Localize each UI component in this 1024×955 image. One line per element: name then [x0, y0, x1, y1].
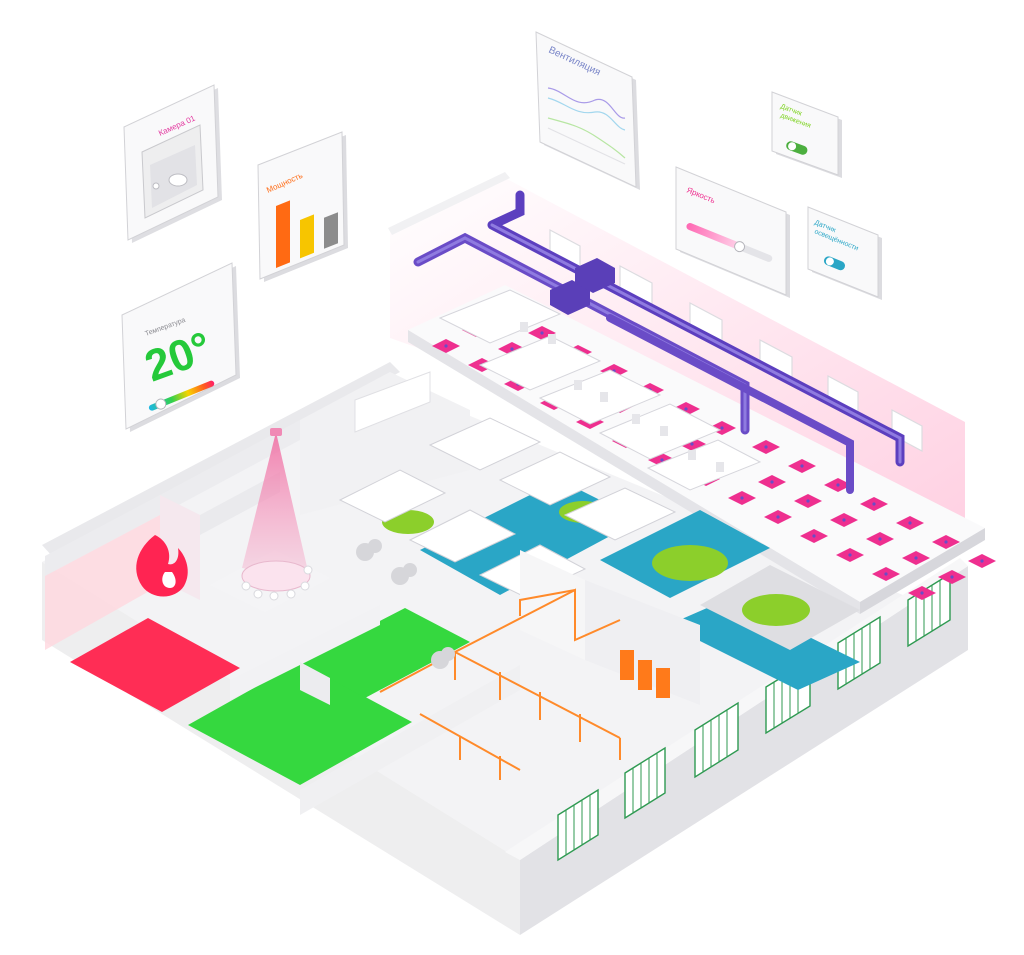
- tile-sensor-dot: [848, 553, 852, 557]
- partition-wall: [585, 580, 700, 705]
- green-zone-floor-2: [300, 608, 470, 698]
- partition-wall: [160, 420, 300, 515]
- meeting-chairs: [241, 565, 313, 601]
- partition-wall: [200, 472, 280, 535]
- camera-widget[interactable]: Камера 01: [123, 84, 222, 243]
- low-partition: [300, 662, 330, 705]
- corridor-wall: [300, 665, 520, 815]
- green-rug: [742, 594, 810, 626]
- red-zone-wall-glow: [45, 515, 160, 650]
- ventilation-graph: [547, 87, 626, 165]
- ventilation-ducts: [413, 190, 905, 494]
- meeting-table: [241, 560, 311, 592]
- brightness-slider[interactable]: [685, 221, 774, 265]
- power-bar: [324, 212, 338, 249]
- temperature-slider[interactable]: [147, 378, 216, 413]
- tile-sensor-dot: [812, 534, 816, 538]
- tile-sensor-dot: [690, 442, 694, 446]
- window: [557, 788, 599, 862]
- tile-sensor-dot: [720, 426, 724, 430]
- tile-sensor-dot: [806, 499, 810, 503]
- motion-sensor-widget[interactable]: Датчик движения: [771, 91, 842, 178]
- tile-sensor-dot: [764, 445, 768, 449]
- tile-sensor-dot: [684, 407, 688, 411]
- motion-sensor-toggle[interactable]: [785, 140, 809, 156]
- tile-sensor-dot: [872, 502, 876, 506]
- tile-sensor-dot: [510, 347, 514, 351]
- tile-sensor-dot: [800, 464, 804, 468]
- tile-sensor-dot: [842, 518, 846, 522]
- camera-light-cone: [242, 432, 310, 580]
- tile-sensor-dot: [884, 572, 888, 576]
- tile-sensor-dot: [836, 483, 840, 487]
- teal-zone-c: [668, 598, 860, 690]
- plants: [356, 539, 455, 669]
- power-bar: [276, 200, 290, 268]
- tile-sensor-dot: [740, 496, 744, 500]
- window-grilles: [565, 580, 941, 855]
- tile-sensor-dot: [908, 521, 912, 525]
- tile-sensor-dot: [776, 515, 780, 519]
- fire-icon: [136, 535, 188, 597]
- ceiling-camera-icon: [270, 428, 282, 436]
- mezzanine-chairs: [520, 322, 724, 472]
- mezzanine-floor-side: [860, 528, 985, 614]
- tile-sensor-dot: [914, 556, 918, 560]
- power-bar: [300, 214, 314, 259]
- sprinkler-pipes: [379, 588, 621, 780]
- green-rug: [652, 545, 728, 581]
- tile-sensor-dot: [920, 591, 924, 595]
- tile-sensor-dot: [950, 575, 954, 579]
- ventilation-widget[interactable]: Вентиляция: [535, 31, 640, 190]
- power-bar-chart: [276, 200, 338, 268]
- tile-sensor-dot: [540, 331, 544, 335]
- window: [624, 746, 666, 820]
- left-outer-wall: [42, 362, 400, 556]
- red-zone-floor: [70, 618, 240, 712]
- sprinkler-controllers: [620, 650, 670, 698]
- partition-wall: [45, 495, 160, 576]
- tile-sensor-dot: [980, 559, 984, 563]
- brightness-widget[interactable]: Яркость: [675, 166, 790, 298]
- tile-sensor-dot: [770, 480, 774, 484]
- tile-sensor-dot: [444, 344, 448, 348]
- light-sensor-widget[interactable]: Датчик освещённости: [807, 206, 882, 300]
- temperature-widget[interactable]: Температура 20°: [121, 262, 240, 432]
- tile-sensor-dot: [944, 540, 948, 544]
- ventilation-units: [550, 258, 615, 315]
- power-widget[interactable]: Мощность: [257, 131, 348, 282]
- office-back-wall: [300, 372, 470, 515]
- partition-wall: [520, 550, 585, 660]
- office-desks: [338, 417, 677, 598]
- tile-sensor-dot: [660, 458, 664, 462]
- whiteboard: [354, 371, 431, 433]
- low-partition: [230, 605, 380, 700]
- tile-sensor-dot: [878, 537, 882, 541]
- mezzanine-back-wall-rim: [388, 172, 510, 235]
- light-sensor-toggle[interactable]: [823, 255, 847, 272]
